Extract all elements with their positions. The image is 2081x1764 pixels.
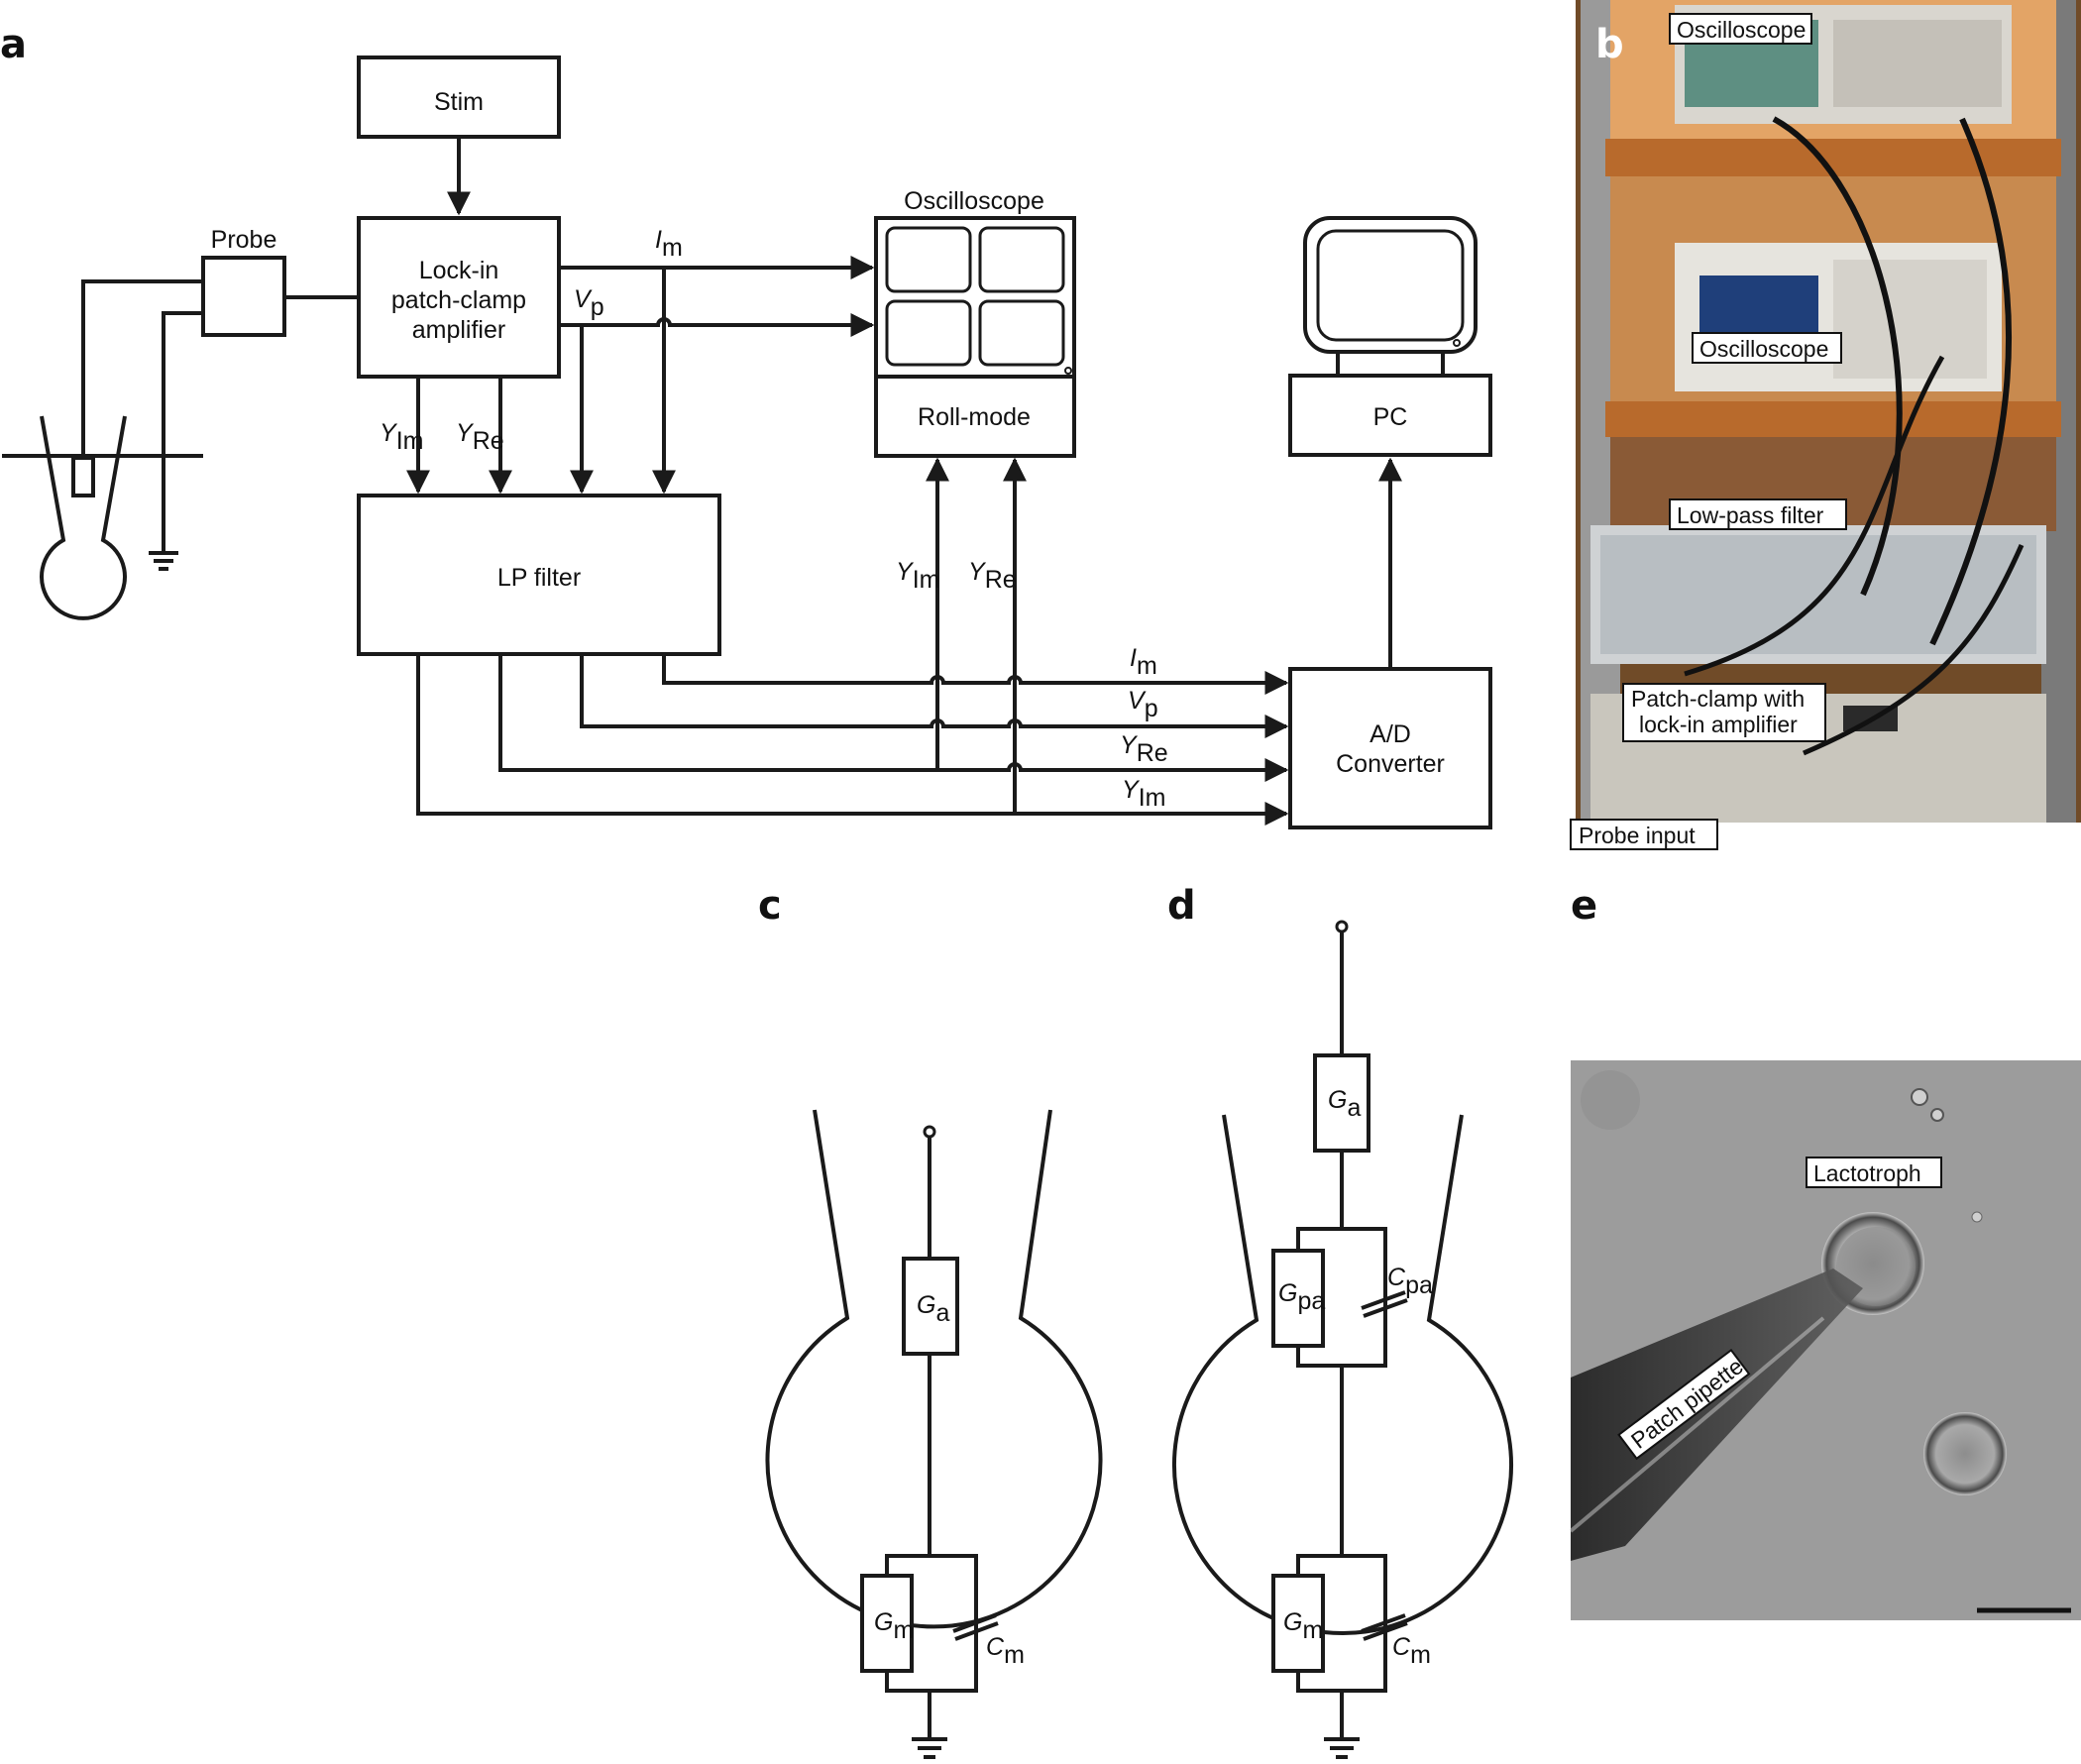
probe-label: Probe <box>211 226 277 254</box>
photo-b-tag-oscilloscope-2: Oscilloscope <box>1692 332 1842 364</box>
oscilloscope-label: Oscilloscope <box>904 187 1044 215</box>
svg-text:Lactotroph: Lactotroph <box>1813 1160 1921 1186</box>
signal-im-label: Im <box>655 226 683 262</box>
ad-converter-block: A/D Converter <box>1288 667 1492 829</box>
ad-vp-label: Vp <box>1128 687 1158 722</box>
probe-block: Probe <box>201 226 286 337</box>
panel-label-a: a <box>0 22 27 67</box>
pc-block: PC <box>1288 216 1492 457</box>
ad-yre-label: YRe <box>1120 731 1168 767</box>
pc-label: PC <box>1373 403 1408 431</box>
lp-filter-block: LP filter <box>357 494 721 656</box>
oscilloscope-block: Oscilloscope Roll-mode <box>874 187 1076 458</box>
circuit-d-cm-label: Cm <box>1392 1633 1431 1669</box>
amplifier-label-line3: amplifier <box>412 316 505 344</box>
svg-text:Patch-clamp with: Patch-clamp with <box>1631 686 1805 712</box>
probe-ground-wire <box>162 311 203 553</box>
svg-text:Low-pass filter: Low-pass filter <box>1677 502 1824 528</box>
vp-filter-to-ad <box>580 654 1289 738</box>
lp-filter-label: LP filter <box>497 564 581 592</box>
circuit-d-cpa-label: Cpa <box>1387 1264 1433 1299</box>
circuit-c-gm-label: Gm <box>874 1608 914 1644</box>
svg-text:lock-in amplifier: lock-in amplifier <box>1639 712 1798 737</box>
panel-label-d: d <box>1167 883 1196 929</box>
photo-e-tag-lactotroph: Lactotroph <box>1806 1157 1942 1188</box>
photo-b-tag-oscilloscope-1: Oscilloscope <box>1669 13 1812 45</box>
ad-converter-label-line2: Converter <box>1336 750 1445 778</box>
recording-chamber <box>2 415 203 620</box>
micrograph-photo <box>1569 1060 2081 1620</box>
panel-label-b: b <box>1595 22 1624 67</box>
svg-text:Oscilloscope: Oscilloscope <box>1699 336 1828 362</box>
panel-label-c: c <box>758 883 782 929</box>
amp-yre-label: YRe <box>456 419 504 455</box>
lock-in-amplifier-block: Lock-in patch-clamp amplifier <box>357 216 561 379</box>
svg-text:Probe input: Probe input <box>1579 823 1696 848</box>
circuit-c-ga-label: Ga <box>917 1291 949 1327</box>
photo-b-tag-low-pass-filter: Low-pass filter <box>1669 498 1847 530</box>
circuit-c-cm-label: Cm <box>986 1633 1025 1669</box>
roll-mode-label: Roll-mode <box>918 403 1031 431</box>
circuit-d-gm-label: Gm <box>1283 1608 1323 1644</box>
ad-im-label: Im <box>1130 644 1157 680</box>
yim-filter-to-ad <box>416 654 1289 826</box>
amp-yim-label: YIm <box>380 419 423 455</box>
photo-b-tag-probe-input: Probe input <box>1570 819 1718 850</box>
circuit-d-ga-label: Ga <box>1328 1086 1361 1122</box>
panel-label-e: e <box>1571 883 1597 929</box>
vp-to-oscilloscope <box>559 313 875 337</box>
roll-yre-label: YRe <box>968 558 1017 594</box>
stim-label: Stim <box>434 88 484 116</box>
photo-b-tag-patch-clamp: Patch-clamp with lock-in amplifier <box>1622 683 1826 742</box>
im-filter-to-ad <box>662 654 1289 695</box>
yre-filter-to-ad <box>498 654 1289 782</box>
circuit-d: Ga Gpa Cpa Gm Cm <box>1172 920 1513 1759</box>
signal-vp-label: Vp <box>574 285 604 321</box>
amplifier-label-line2: patch-clamp <box>391 286 526 314</box>
ad-yim-label: YIm <box>1122 776 1165 812</box>
svg-text:Oscilloscope: Oscilloscope <box>1677 17 1806 43</box>
circuit-d-gpa-label: Gpa <box>1278 1279 1325 1315</box>
stim-block: Stim <box>357 55 561 139</box>
circuit-c: Ga Gm Cm <box>765 1109 1103 1759</box>
ad-converter-label-line1: A/D <box>1369 720 1411 748</box>
probe-electrode-wire <box>81 279 203 458</box>
amplifier-label-line1: Lock-in <box>419 257 499 284</box>
roll-yim-label: YIm <box>896 558 939 594</box>
